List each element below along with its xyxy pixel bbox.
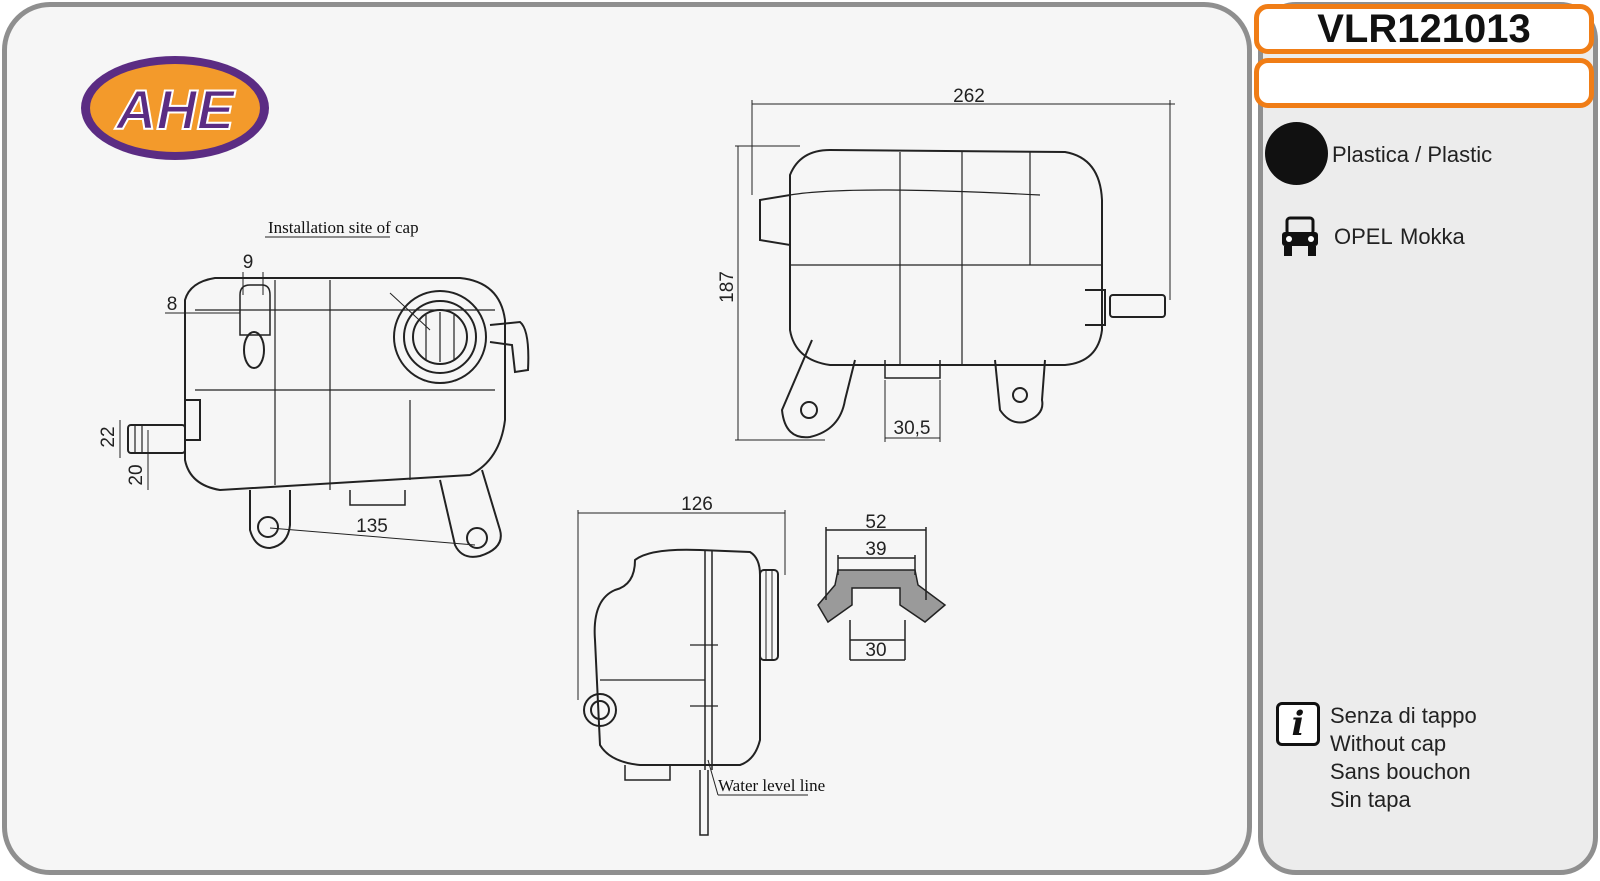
info-icon: i [1276,702,1320,746]
dim-126: 126 [681,494,713,515]
info-line-fr: Sans bouchon [1330,759,1471,784]
dim-52: 52 [865,512,886,533]
top-view-dimensions [119,236,476,546]
dim-135: 135 [356,516,388,537]
ahe-logo: AHE [81,56,269,160]
material-color-swatch [1265,122,1328,185]
cap-neck-section [817,527,947,661]
tank-top-view [127,277,530,558]
tank-side-view [583,548,779,836]
dim-20: 20 [126,464,147,485]
dim-9: 9 [243,252,254,273]
dim-262: 262 [953,86,985,107]
front-view-dimensions [735,100,1175,442]
dim-39: 39 [865,539,886,560]
vehicle-model: Mokka [1400,224,1465,249]
side-view-dimensions [577,510,808,796]
vehicle-make: OPEL [1334,224,1393,249]
info-line-it: Senza di tappo [1330,703,1477,728]
dim-22: 22 [98,426,119,447]
car-icon [1282,216,1318,256]
product-code-secondary-box [1254,58,1594,108]
info-notes: Senza di tappo Without cap Sans bouchon … [1330,702,1477,814]
dim-187: 187 [717,271,738,303]
product-code: VLR121013 [1254,4,1594,54]
technical-drawing: AHE 9 8 22 20 135 Installation site of c… [81,56,1175,836]
cap-site-label: Installation site of cap [268,218,419,237]
material-label: Plastica / Plastic [1332,142,1493,167]
logo-text: AHE [114,78,236,141]
dim-8: 8 [167,294,178,315]
info-line-en: Without cap [1330,731,1447,756]
dim-30: 30 [865,640,886,661]
dim-30-5: 30,5 [894,418,931,439]
tank-front-view [759,148,1166,439]
info-line-es: Sin tapa [1330,787,1411,812]
water-level-label: Water level line [718,776,825,795]
